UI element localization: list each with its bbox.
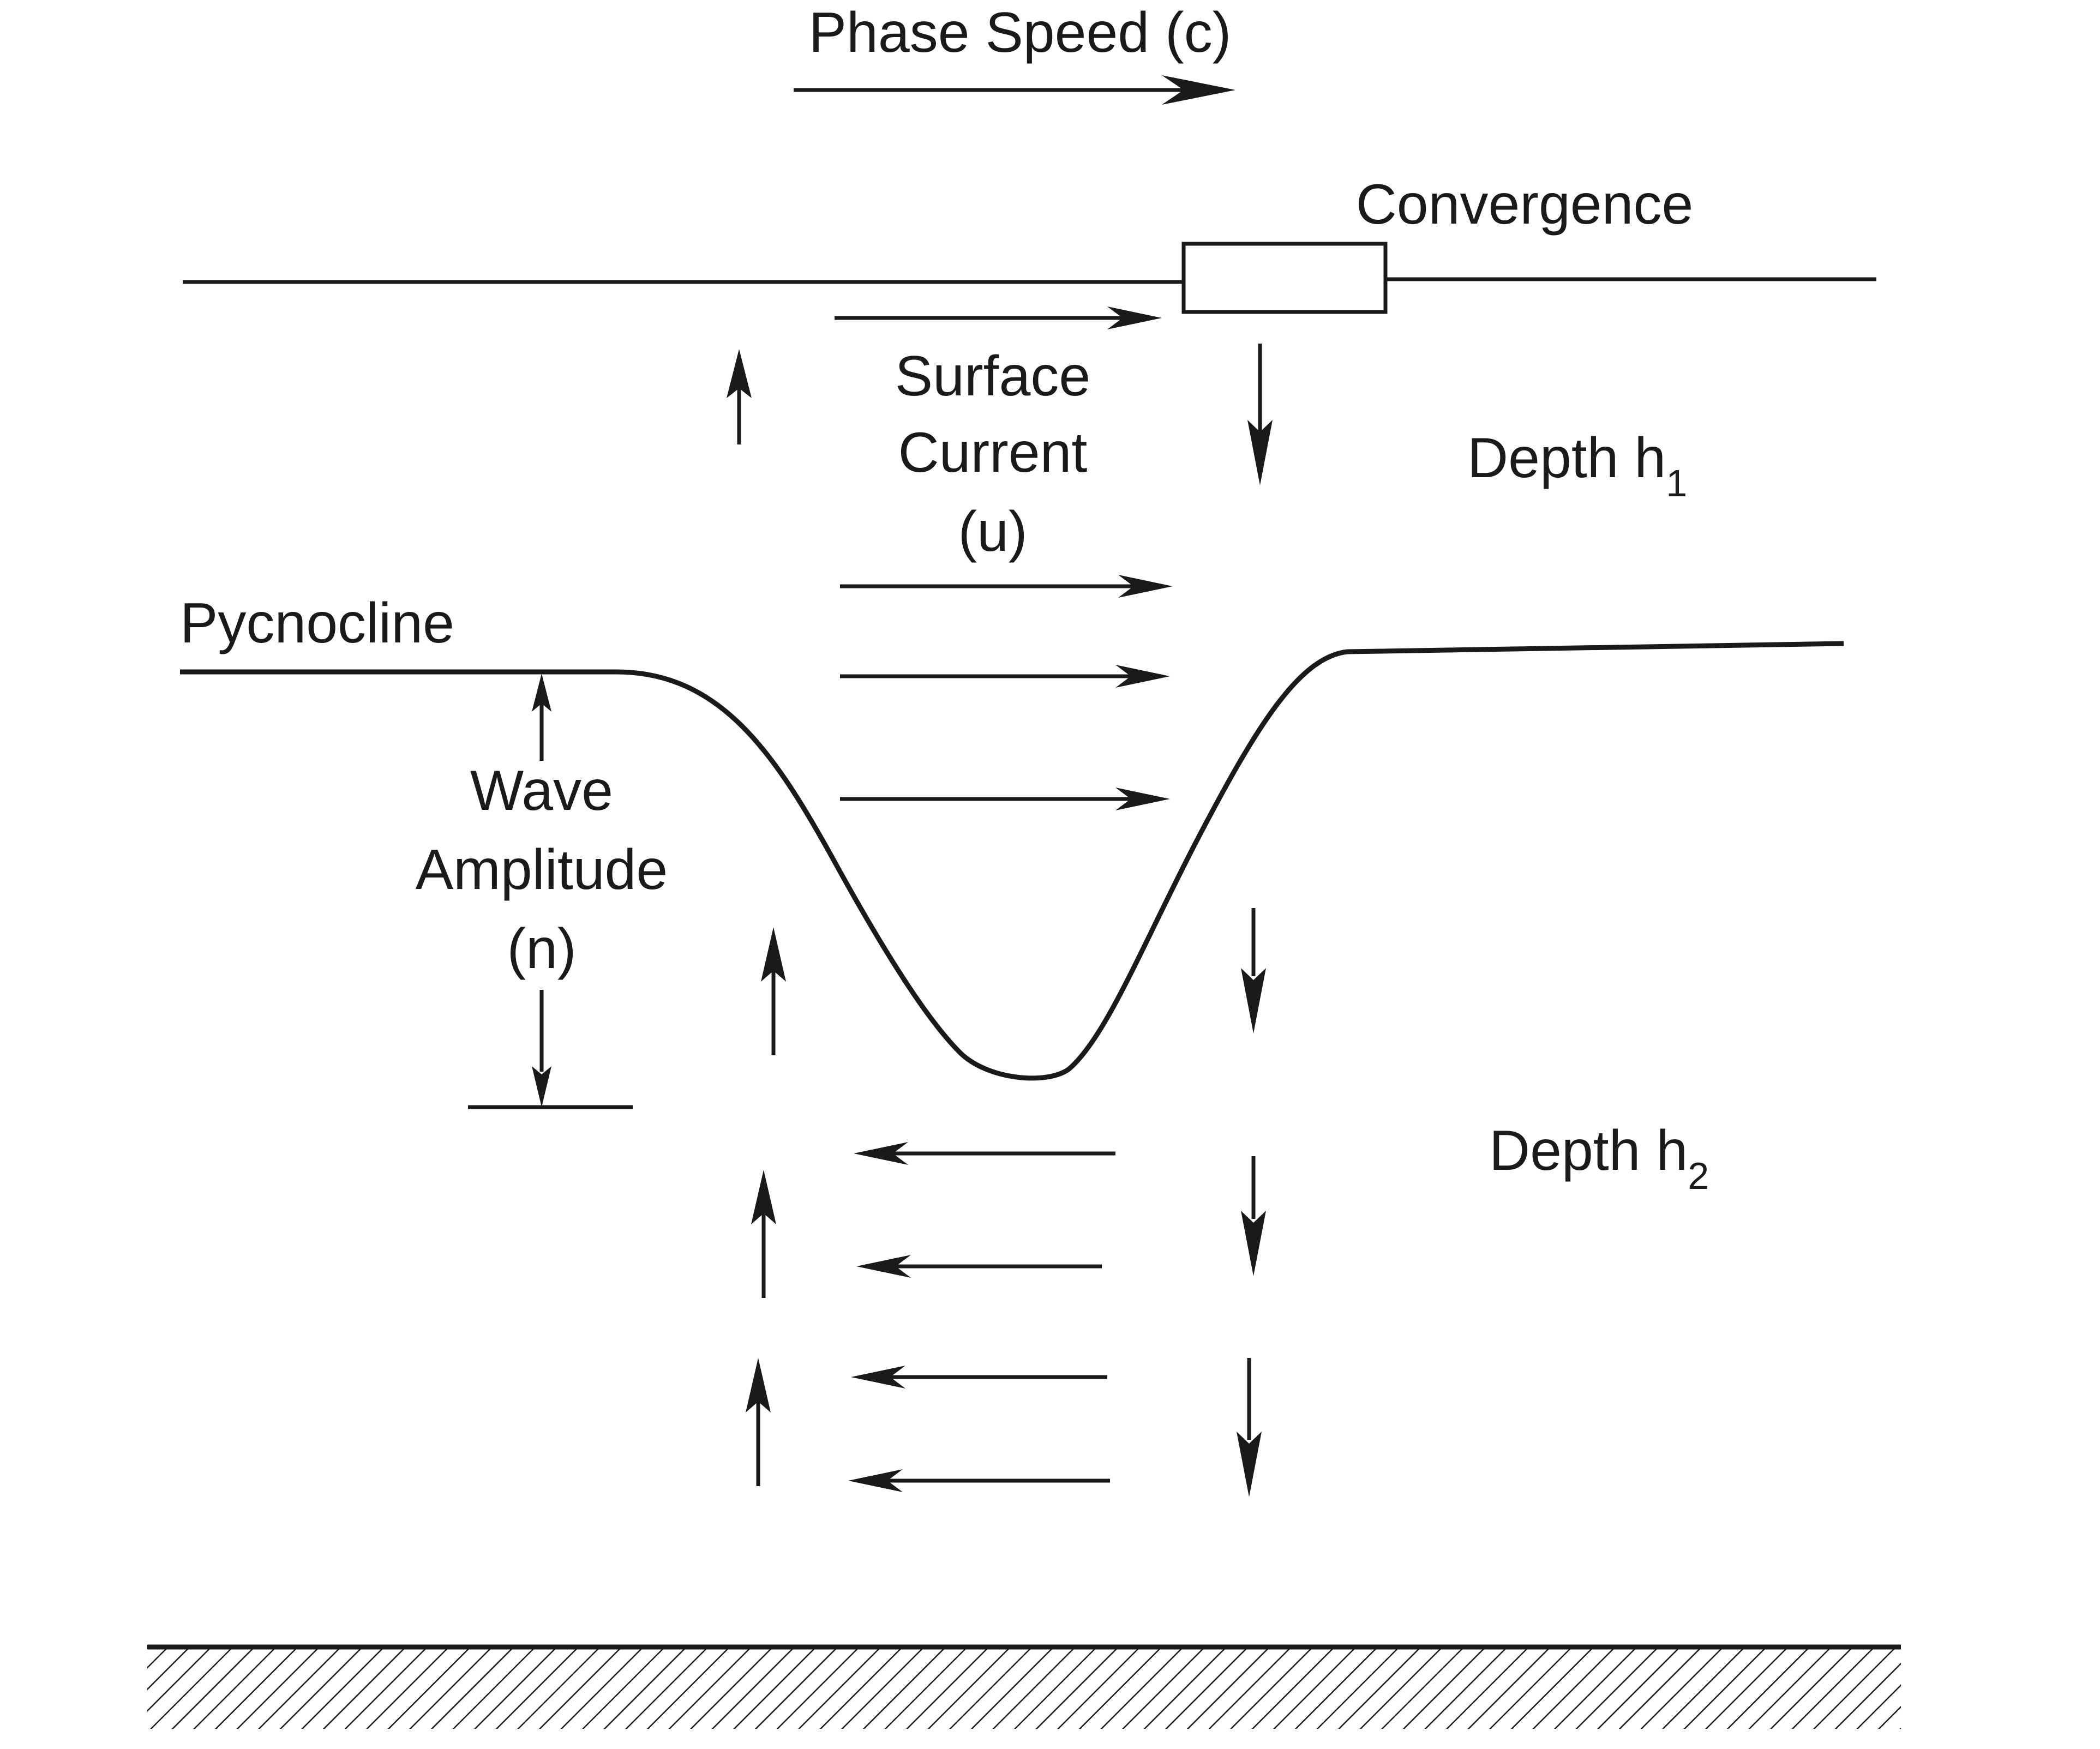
convergence-label: Convergence bbox=[1356, 173, 1694, 236]
wave-amplitude-line-3: (n) bbox=[507, 917, 576, 981]
upper-current-arrow bbox=[840, 788, 1170, 810]
lower-current-arrow bbox=[851, 1366, 1107, 1389]
downwelling-arrow bbox=[1241, 908, 1266, 1033]
upper-current-arrow bbox=[840, 665, 1170, 688]
surface-current-label: Surface Current (u) bbox=[895, 345, 1090, 563]
sea-surface-line bbox=[183, 277, 1876, 284]
pycnocline-label: Pycnocline bbox=[180, 592, 454, 655]
wave-amplitude-arrow-down bbox=[532, 990, 551, 1107]
wave-amplitude-arrow-up bbox=[532, 674, 551, 761]
surface-current-line-2: Current bbox=[898, 421, 1088, 484]
lower-current-arrow bbox=[848, 1469, 1110, 1492]
downwelling-arrow bbox=[1237, 1358, 1262, 1497]
surface-current-line-3: (u) bbox=[958, 500, 1027, 563]
depth-h2-label: Depth h2 bbox=[1489, 1119, 1709, 1197]
phase-speed-arrow bbox=[794, 75, 1235, 105]
pycnocline-curve bbox=[180, 641, 1844, 1081]
depth-h1-label: Depth h1 bbox=[1467, 426, 1687, 504]
upwelling-arrow bbox=[727, 349, 752, 444]
lower-current-arrow bbox=[856, 1255, 1102, 1278]
wave-amplitude-line-1: Wave bbox=[470, 759, 613, 822]
lower-current-arrow bbox=[854, 1142, 1115, 1165]
upwelling-arrow bbox=[761, 927, 786, 1055]
upwelling-arrow bbox=[746, 1358, 771, 1486]
upper-current-arrow bbox=[835, 306, 1162, 329]
wave-amplitude-line-2: Amplitude bbox=[416, 838, 668, 901]
convergence-box bbox=[1181, 242, 1388, 314]
wave-amplitude-label: Wave Amplitude (n) bbox=[416, 759, 668, 981]
downwelling-arrow bbox=[1247, 344, 1273, 485]
surface-current-line-1: Surface bbox=[895, 345, 1090, 408]
upper-current-arrow bbox=[840, 575, 1173, 598]
upwelling-arrow bbox=[751, 1170, 776, 1298]
seabed bbox=[147, 1644, 1901, 1729]
downwelling-arrow bbox=[1241, 1156, 1266, 1276]
phase-speed-label: Phase Speed (c) bbox=[809, 1, 1232, 64]
